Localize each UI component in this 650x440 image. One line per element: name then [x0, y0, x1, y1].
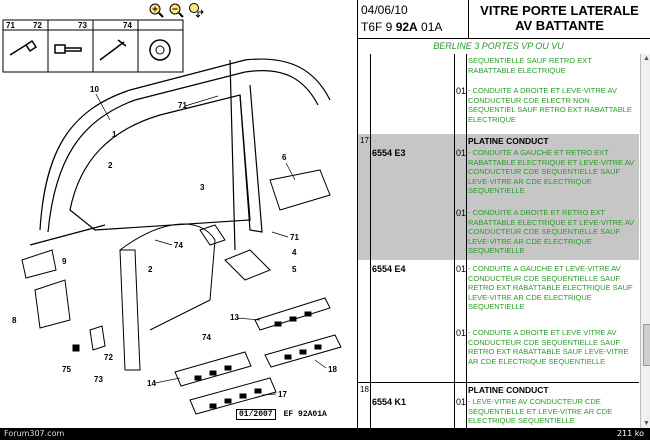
exploded-parts-diagram[interactable]: 71 72 73 74	[0, 0, 357, 428]
column-divider	[466, 54, 467, 428]
row-label: PLATINE CONDUCT	[468, 136, 549, 146]
column-divider	[454, 54, 455, 428]
callout-1: 1	[112, 130, 117, 139]
callout-74-low: 74	[202, 333, 211, 342]
callout-75: 75	[62, 365, 71, 374]
row-ref: 6554 E3	[372, 148, 406, 158]
window-regulator	[119, 169, 331, 371]
diagram-ref-date: 01/2007	[236, 409, 276, 420]
callout-9: 9	[62, 257, 67, 266]
pan-icon[interactable]	[188, 2, 204, 18]
legend-num-71: 71	[6, 21, 15, 30]
callout-71-top: 71	[178, 101, 187, 110]
parts-table-panel: 04/06/10 T6F 9 92A 01A VITRE PORTE LATER…	[357, 0, 650, 428]
row-description: - CONDUITE A DROITE ET RETRO EXT RABATTA…	[468, 208, 635, 256]
callout-18: 18	[328, 365, 337, 374]
callout-10: 10	[90, 85, 99, 94]
table-row[interactable]: 01 - CONDUITE A DROITE ET LEVE VITRE AV …	[358, 322, 639, 380]
scroll-up-icon[interactable]: ▲	[643, 55, 650, 62]
header-title: VITRE PORTE LATERALE AV BATTANTE	[468, 3, 650, 33]
row-qty: 01	[456, 264, 467, 274]
legend-num-72: 72	[33, 21, 42, 30]
callout-17: 17	[278, 390, 287, 399]
row-description: - LEVE-VITRE AV CONDUCTEUR CDE SEQUENTIE…	[468, 397, 613, 426]
row-description: SEQUENTIELLE SAUF RETRO EXT RABATTABLE E…	[468, 56, 592, 75]
switch-panels	[174, 297, 342, 415]
row-description: - CONDUITE A DROITE ET LEVE VITRE AV CON…	[468, 328, 629, 366]
row-description: - CONDUITE A DROITE ET LEVE-VITRE AV CON…	[468, 86, 632, 124]
callout-72: 72	[104, 353, 113, 362]
footer-filesize: 211 ko	[616, 429, 644, 438]
table-scrollbar[interactable]: ▲ ▼	[640, 54, 650, 428]
header-meta: 04/06/10 T6F 9 92A 01A	[358, 0, 469, 38]
scroll-down-icon[interactable]: ▼	[643, 420, 650, 427]
header-code: T6F 9 92A 01A	[361, 20, 442, 34]
header-title-line2: AV BATTANTE	[515, 18, 604, 33]
diagram-reference: 01/2007 EF 92A01A	[236, 409, 327, 420]
row-qty: 01	[456, 148, 467, 158]
row-description: - CONDUITE A GAUCHE ET LEVE-VITRE AV CON…	[468, 264, 633, 312]
row-qty: 01	[456, 328, 467, 338]
header-code-suffix: 01A	[417, 20, 443, 34]
row-qty: 01	[456, 86, 467, 96]
column-divider	[370, 54, 371, 428]
row-diagram-num: 17	[360, 136, 369, 145]
footer-bar: Forum307.com 211 ko	[0, 428, 650, 440]
zoom-out-icon[interactable]	[168, 2, 184, 18]
row-qty: 01	[456, 208, 467, 218]
table-row[interactable]: 01 - CONDUITE A DROITE ET LEVE-VITRE AV …	[358, 82, 639, 134]
footer-watermark: Forum307.com	[4, 429, 65, 438]
zoom-in-icon[interactable]	[148, 2, 164, 18]
header-date: 04/06/10	[361, 3, 408, 17]
row-ref: 6554 E4	[372, 264, 406, 274]
callout-8: 8	[12, 316, 17, 325]
scroll-thumb[interactable]	[643, 324, 650, 366]
door-brackets	[21, 249, 106, 352]
row-qty: 01	[456, 397, 467, 407]
callout-14: 14	[147, 379, 156, 388]
diagram-ref-code: EF 92A01A	[283, 410, 327, 419]
zoom-toolbar	[148, 2, 204, 18]
table-row-selected[interactable]: 17 PLATINE CONDUCT 6554 E3 01 - CONDUITE…	[358, 134, 639, 198]
row-diagram-num: 18	[360, 385, 369, 394]
callout-71-right: 71	[290, 233, 299, 242]
table-row[interactable]: 18 PLATINE CONDUCT 6554 K1 01 - LEVE-VIT…	[358, 382, 639, 428]
table-row[interactable]: 6554 E4 01 - CONDUITE A GAUCHE ET LEVE-V…	[358, 262, 639, 322]
callout-2-mid: 2	[148, 265, 153, 274]
callout-6: 6	[282, 153, 287, 162]
diagram-panel[interactable]: 71 72 73 74	[0, 0, 357, 440]
callout-5: 5	[292, 265, 297, 274]
legend-num-73: 73	[78, 21, 87, 30]
row-ref: 6554 K1	[372, 397, 407, 407]
header-code-bold: 92A	[395, 20, 418, 34]
callout-3: 3	[200, 183, 205, 192]
header-code-prefix: T6F 9	[361, 20, 396, 34]
callout-2-top: 2	[108, 161, 113, 170]
callout-74-mid: 74	[174, 241, 183, 250]
fastener-legend	[2, 19, 184, 73]
door-glass-frame	[29, 58, 331, 251]
parts-rows[interactable]: SEQUENTIELLE SAUF RETRO EXT RABATTABLE E…	[358, 54, 639, 428]
model-line: BERLINE 3 PORTES VP OU VU	[433, 41, 564, 51]
leader-lines	[95, 93, 327, 396]
callout-4: 4	[292, 248, 297, 257]
row-label: PLATINE CONDUCT	[468, 385, 549, 395]
legend-num-74: 74	[123, 21, 132, 30]
table-row-selected[interactable]: 01 - CONDUITE A DROITE ET RETRO EXT RABA…	[358, 198, 639, 260]
row-description: - CONDUITE A GAUCHE ET RETRO EXT RABATTA…	[468, 148, 635, 196]
callout-73: 73	[94, 375, 103, 384]
table-header: 04/06/10 T6F 9 92A 01A VITRE PORTE LATER…	[358, 0, 650, 39]
table-row[interactable]: SEQUENTIELLE SAUF RETRO EXT RABATTABLE E…	[358, 54, 639, 80]
callout-13: 13	[230, 313, 239, 322]
header-title-line1: VITRE PORTE LATERALE	[480, 3, 639, 18]
